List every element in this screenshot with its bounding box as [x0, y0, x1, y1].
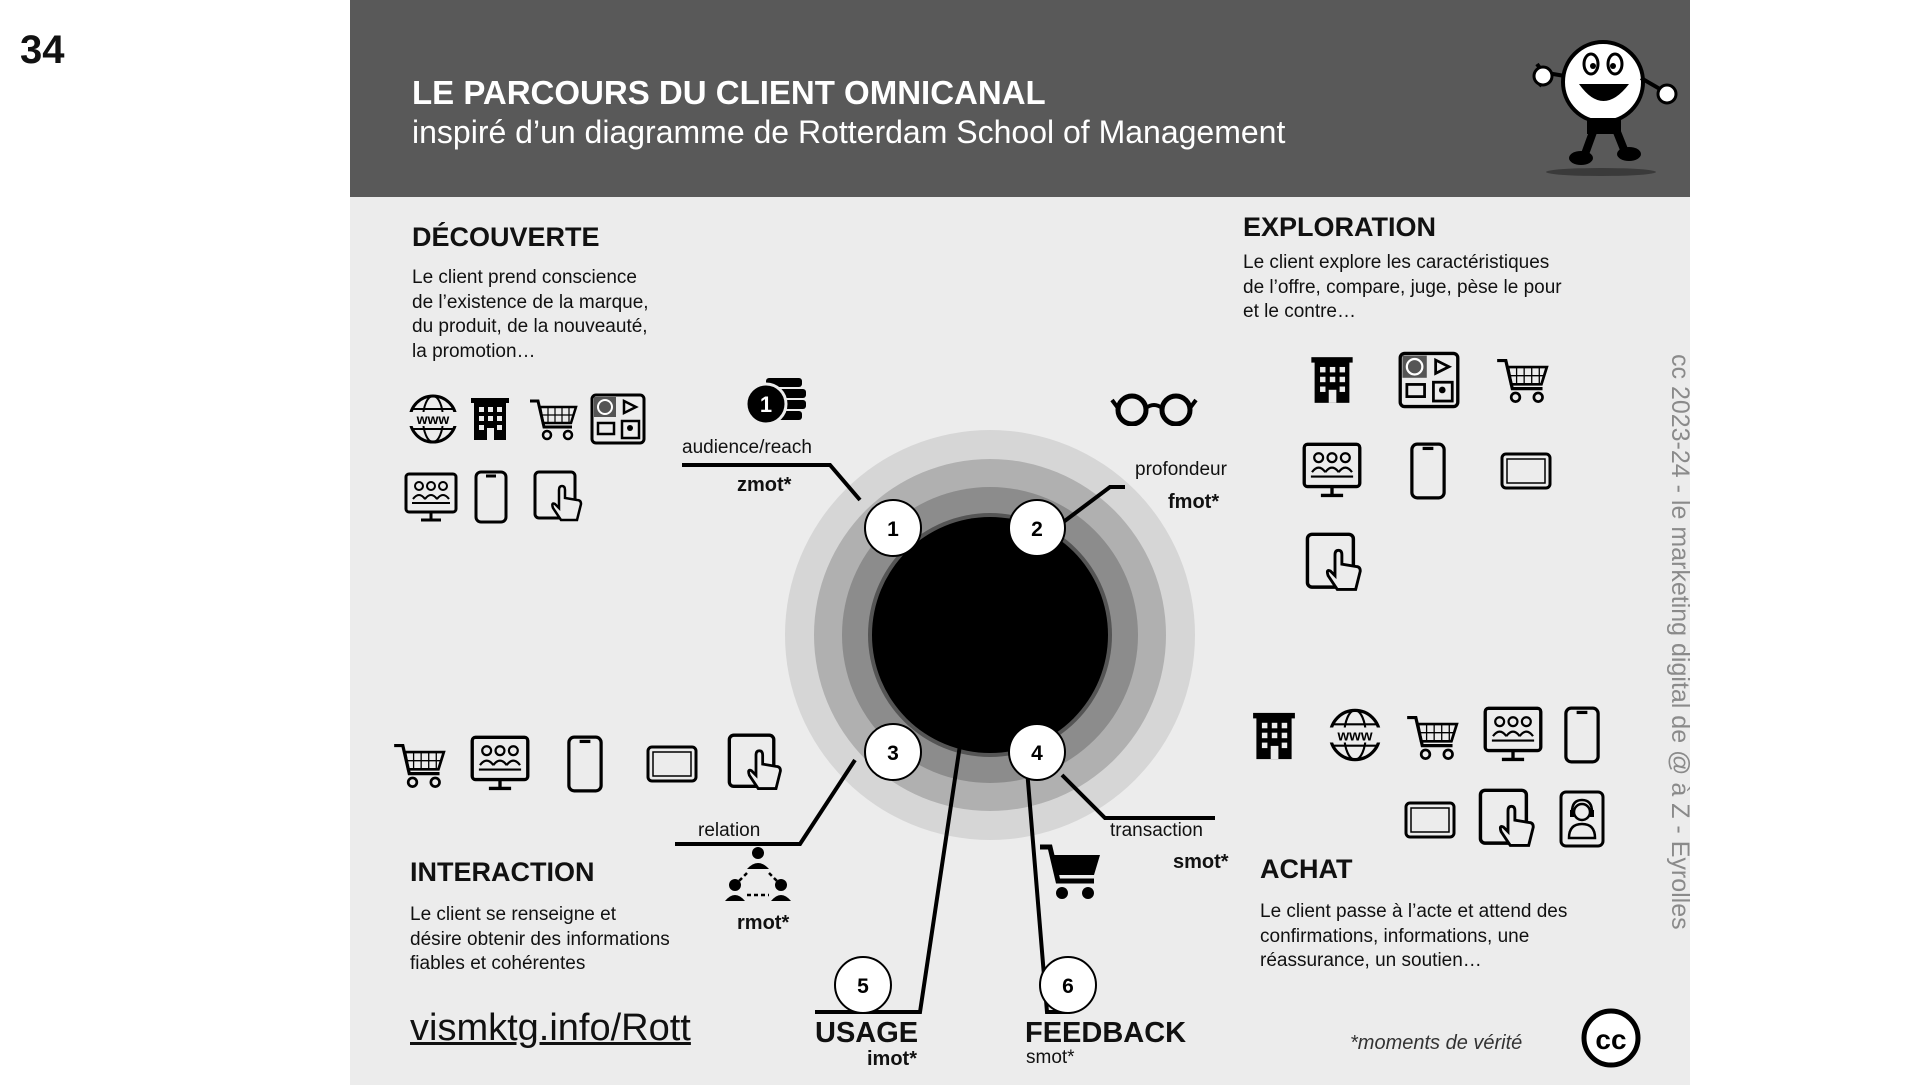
smartphone-icon	[567, 735, 603, 793]
source-link[interactable]: vismktg.info/Rott	[410, 1007, 691, 1049]
infographic-panel: LE PARCOURS DU CLIENT OMNICANAL inspiré …	[350, 0, 1690, 1085]
video-meeting-icon	[1302, 442, 1362, 498]
step-3-moment: rmot*	[737, 912, 790, 934]
step-5-moment: imot*	[867, 1048, 917, 1070]
video-meeting-icon	[404, 472, 458, 522]
tablet-icon	[1404, 801, 1456, 839]
step-5-marker: 5	[834, 956, 892, 1014]
video-meeting-icon	[470, 735, 530, 791]
step-2-marker: 2	[1008, 499, 1066, 557]
coins-icon: 1	[744, 378, 806, 426]
www-text: www	[1336, 727, 1372, 744]
tablet-icon	[646, 745, 698, 783]
slide-number: 34	[20, 28, 65, 72]
building-icon	[1311, 357, 1353, 403]
cart-filled-icon	[1040, 844, 1100, 899]
text-line: Le client se renseigne et	[410, 904, 616, 925]
license-text: cc	[1595, 1024, 1626, 1055]
text-line: Le client prend conscience	[412, 267, 637, 288]
step-4-label: transaction	[1110, 820, 1203, 841]
cart-icon	[530, 399, 578, 441]
step-number: 3	[887, 742, 899, 765]
glasses-icon	[1110, 393, 1198, 426]
section-text-exploration: Le client explore les caractéristiques d…	[1243, 251, 1562, 325]
creative-commons-icon: cc	[1581, 1008, 1641, 1068]
page-subtitle: inspiré d’un diagramme de Rotterdam Scho…	[412, 114, 1286, 150]
multimedia-icon	[1398, 351, 1460, 409]
connector-4	[1060, 773, 1215, 820]
step-6-label: FEEDBACK	[1025, 1017, 1187, 1049]
network-people-icon	[725, 847, 791, 901]
connector-2	[1060, 485, 1125, 525]
building-icon	[1253, 712, 1295, 760]
cart-icon	[1497, 358, 1549, 403]
section-text-interaction: Le client se renseigne et désire obtenir…	[410, 903, 670, 977]
smartphone-icon	[1410, 442, 1446, 500]
tablet-touch-icon	[533, 470, 583, 522]
header-banner: LE PARCOURS DU CLIENT OMNICANAL inspiré …	[350, 0, 1690, 197]
step-number: 2	[1031, 518, 1043, 541]
section-text-decouverte: Le client prend conscience de l’existenc…	[412, 266, 649, 364]
tablet-touch-icon	[727, 733, 782, 790]
smartphone-icon	[1564, 706, 1600, 764]
connector-3	[675, 758, 857, 846]
cart-icon	[1407, 715, 1459, 760]
journey-diagram: 1 2 3 4 5 6	[675, 430, 1215, 1014]
step-2-label: profondeur	[1135, 459, 1227, 480]
step-4-marker: 4	[1008, 723, 1066, 781]
www-text: www	[416, 411, 450, 427]
tablet-touch-icon	[1478, 788, 1535, 847]
text-line: désire obtenir des informations	[410, 928, 670, 950]
building-icon	[471, 398, 509, 440]
section-title-decouverte: DÉCOUVERTE	[412, 222, 600, 252]
section-text-achat: Le client passe à l’acte et attend des c…	[1260, 900, 1567, 974]
step-6-marker: 6	[1039, 956, 1097, 1014]
step-3-label: relation	[698, 820, 761, 841]
text-line: confirmations, informations, une	[1260, 925, 1530, 947]
step-1-label: audience/reach	[682, 437, 812, 458]
step-number: 1	[887, 518, 899, 541]
tablet-icon	[1500, 452, 1552, 490]
step-4-moment: smot*	[1173, 851, 1229, 873]
text-line: réassurance, un soutien…	[1260, 950, 1482, 971]
step-1-moment: zmot*	[737, 474, 792, 496]
svg-text:1: 1	[760, 392, 772, 417]
text-line: fiables et cohérentes	[410, 953, 586, 974]
step-6-moment: smot*	[1026, 1047, 1075, 1068]
step-2-moment: fmot*	[1168, 491, 1220, 513]
connector-5	[815, 744, 962, 1014]
text-line: du produit, de la nouveauté,	[412, 316, 648, 337]
mascot-icon	[1532, 40, 1678, 176]
text-line: Le client passe à l’acte et attend des	[1260, 901, 1568, 922]
step-number: 5	[857, 975, 869, 998]
connector-1	[682, 463, 862, 502]
vertical-credit: cc 2023-24 - le marketing digital de @ à…	[1666, 354, 1690, 930]
step-5-label: USAGE	[815, 1017, 919, 1049]
section-title-exploration: EXPLORATION	[1243, 212, 1437, 242]
text-line: de l’offre, compare, juge, pèse le pour	[1243, 276, 1562, 298]
step-number: 4	[1031, 742, 1043, 765]
support-agent-icon	[1559, 790, 1605, 848]
cart-icon	[394, 743, 446, 788]
step-1-marker: 1	[864, 499, 922, 557]
section-title-interaction: INTERACTION	[410, 857, 595, 887]
text-line: la promotion…	[412, 340, 536, 362]
smartphone-icon	[474, 470, 508, 524]
globe-www-icon: www	[407, 394, 459, 444]
text-line: et le contre…	[1243, 301, 1356, 322]
globe-www-icon: www	[1327, 708, 1383, 762]
page-title: LE PARCOURS DU CLIENT OMNICANAL	[412, 74, 1046, 111]
footnote: *moments de vérité	[1350, 1032, 1523, 1054]
tablet-touch-icon	[1305, 532, 1362, 591]
video-meeting-icon	[1483, 706, 1543, 762]
section-title-achat: ACHAT	[1260, 854, 1353, 884]
step-number: 6	[1062, 975, 1074, 998]
text-line: Le client explore les caractéristiques	[1243, 252, 1550, 273]
core-circle	[872, 517, 1108, 753]
multimedia-icon	[590, 393, 646, 445]
step-3-marker: 3	[864, 723, 922, 781]
text-line: de l’existence de la marque,	[412, 291, 649, 313]
